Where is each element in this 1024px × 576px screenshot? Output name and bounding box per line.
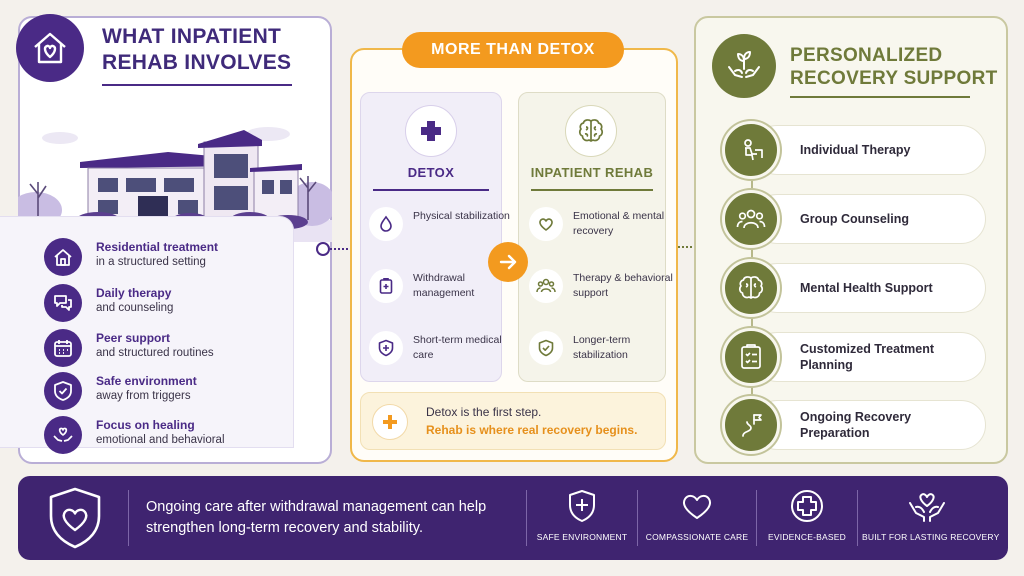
brain-icon bbox=[722, 259, 780, 317]
banner-divider bbox=[637, 490, 638, 546]
list-item: Physical stabilization bbox=[369, 207, 510, 251]
list-item: Residential treatment in a structured se… bbox=[44, 238, 314, 282]
list-item: Withdrawal management bbox=[369, 269, 509, 313]
list-item: Therapy & behavioral support bbox=[529, 269, 673, 313]
support-card bbox=[752, 263, 986, 313]
plus-icon bbox=[372, 404, 408, 440]
clipboard-medical-icon bbox=[369, 269, 403, 303]
feature-evidence-based: EVIDENCE-BASED bbox=[764, 486, 850, 550]
hands-heart-icon bbox=[44, 416, 82, 454]
feature-safe-environment: SAFE ENVIRONMENT bbox=[536, 486, 628, 550]
detox-note bbox=[360, 392, 666, 450]
shield-check-icon bbox=[44, 372, 82, 410]
group-icon bbox=[722, 190, 780, 248]
ongoing-care-banner bbox=[18, 476, 1008, 560]
banner-divider bbox=[756, 490, 757, 546]
rehab-title-underline bbox=[531, 189, 653, 191]
inpatient-rehab-column: INPATIENT REHAB Emotional & mental recov… bbox=[518, 92, 673, 382]
chat-bubbles-icon bbox=[44, 284, 82, 322]
title-underline bbox=[790, 96, 970, 98]
banner-divider bbox=[128, 490, 129, 546]
more-than-detox-badge: MORE THAN DETOX bbox=[402, 32, 624, 68]
calendar-icon bbox=[44, 329, 82, 367]
heart-icon bbox=[677, 486, 717, 526]
medical-cross-icon bbox=[405, 105, 457, 157]
connector-line bbox=[330, 248, 352, 250]
list-item: Emotional & mental recovery bbox=[529, 207, 669, 251]
shield-check-icon bbox=[529, 331, 563, 365]
people-icon bbox=[529, 269, 563, 303]
support-card bbox=[752, 400, 986, 450]
list-item: Focus on healing emotional and behaviora… bbox=[44, 416, 314, 460]
support-card bbox=[752, 194, 986, 244]
list-item: Individual Therapy bbox=[722, 121, 988, 179]
list-item: Ongoing Recovery Preparation bbox=[722, 396, 988, 454]
list-item: Group Counseling bbox=[722, 190, 988, 248]
note-line-1: Detox is the first step. bbox=[426, 405, 542, 419]
support-card bbox=[752, 125, 986, 175]
shield-cross-icon bbox=[369, 331, 403, 365]
list-item: Daily therapy and counseling bbox=[44, 284, 314, 328]
list-item: Customized Treatment Planning bbox=[722, 328, 988, 386]
detox-title: DETOX bbox=[407, 165, 455, 180]
shield-heart-icon bbox=[49, 487, 101, 549]
feature-lasting-recovery: BUILT FOR LASTING RECOVERY bbox=[862, 486, 999, 550]
list-item: Longer-term stabilization bbox=[529, 331, 669, 375]
house-icon bbox=[44, 238, 82, 276]
title-underline bbox=[102, 84, 292, 86]
inpatient-rehab-title: INPATIENT REHAB bbox=[530, 165, 654, 180]
path-flag-icon bbox=[722, 396, 780, 454]
list-item: Mental Health Support bbox=[722, 259, 988, 317]
banner-divider bbox=[526, 490, 527, 546]
hands-heart-icon bbox=[907, 486, 947, 526]
list-item: Short-term medical care bbox=[369, 331, 509, 375]
inpatient-rehab-title: WHAT INPATIENT REHAB INVOLVES bbox=[102, 25, 292, 74]
detox-column: DETOX Physical stabilization Withdrawal … bbox=[360, 92, 510, 382]
house-heart-icon bbox=[16, 14, 84, 82]
connector-line bbox=[678, 246, 704, 248]
connector-node bbox=[316, 242, 330, 256]
note-line-2: Rehab is where real recovery begins. bbox=[426, 423, 638, 437]
feature-compassionate-care: COMPASSIONATE CARE bbox=[644, 486, 750, 550]
detox-title-underline bbox=[373, 189, 489, 191]
hands-plant-icon bbox=[712, 34, 776, 98]
droplet-icon bbox=[369, 207, 403, 241]
banner-message: Ongoing care after withdrawal management… bbox=[146, 499, 487, 536]
brain-icon bbox=[565, 105, 617, 157]
list-item: Peer support and structured routines bbox=[44, 329, 314, 373]
list-item: Safe environment away from triggers bbox=[44, 372, 314, 416]
shield-cross-icon bbox=[562, 486, 602, 526]
arrow-right-icon bbox=[488, 242, 528, 282]
banner-divider bbox=[857, 490, 858, 546]
support-card bbox=[752, 332, 986, 382]
checklist-icon bbox=[722, 328, 780, 386]
heart-icon bbox=[529, 207, 563, 241]
recovery-support-title: PERSONALIZED RECOVERY SUPPORT bbox=[790, 45, 998, 89]
person-desk-icon bbox=[722, 121, 780, 179]
medical-cross-icon bbox=[787, 486, 827, 526]
